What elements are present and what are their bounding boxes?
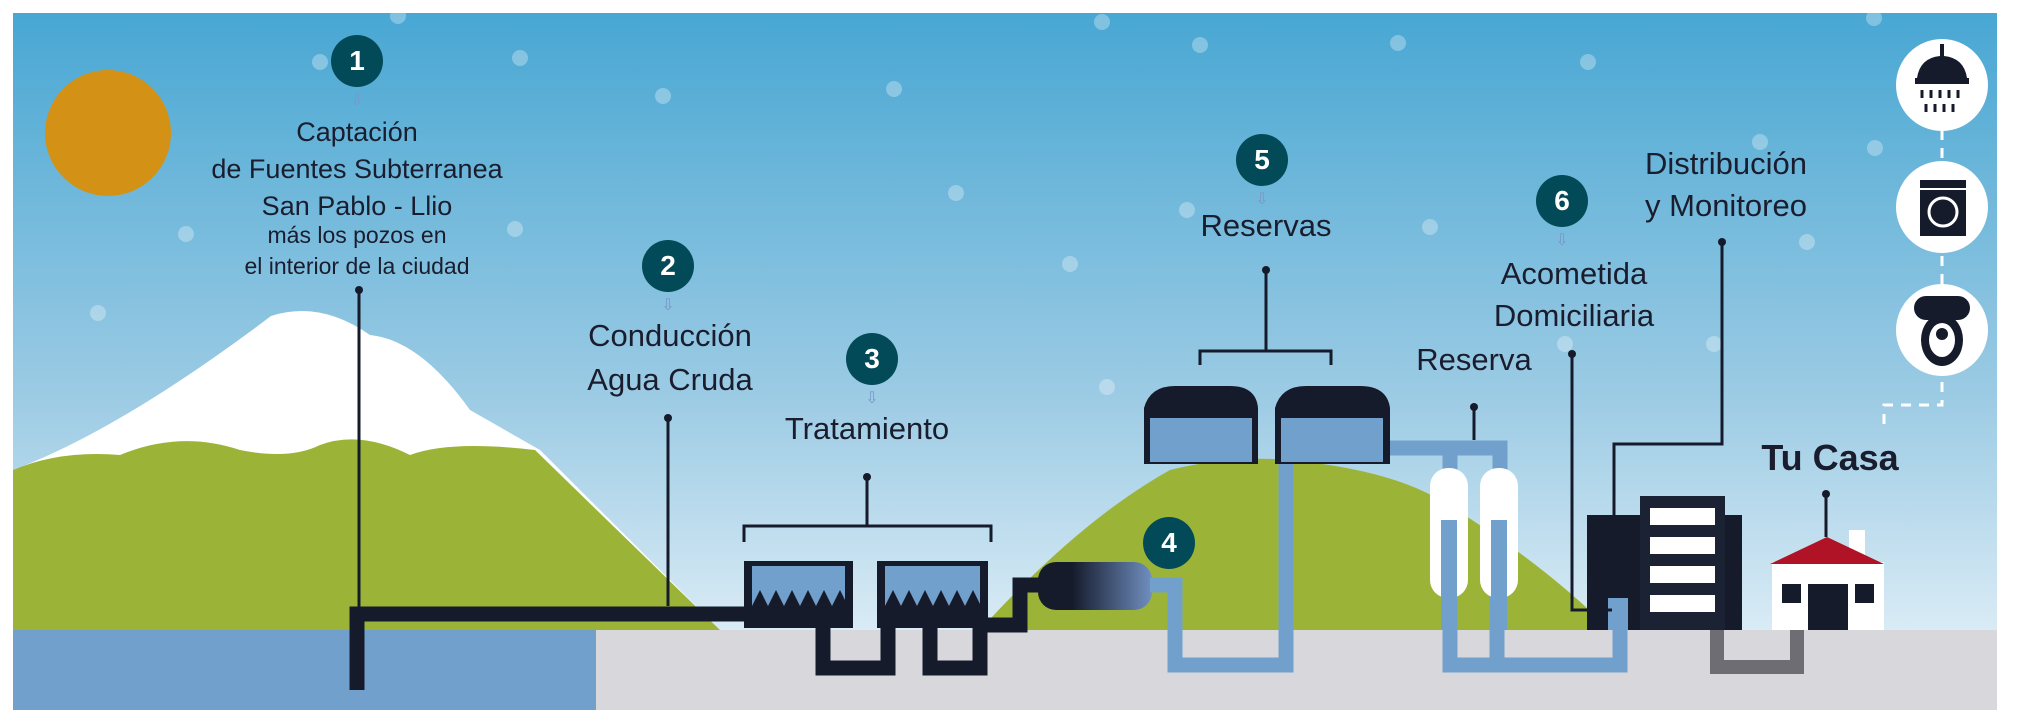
label-line: Agua Cruda — [587, 361, 753, 397]
label-line: Conducción — [588, 318, 752, 353]
toilet-icon — [1896, 284, 1988, 376]
arrow-down-icon: ⇩ — [1255, 191, 1269, 208]
label-line: Distribución — [1645, 146, 1807, 181]
arrow-down-icon: ⇩ — [350, 92, 364, 109]
step-2-label: Conducción Agua Cruda — [587, 318, 752, 397]
sun — [45, 70, 171, 196]
left-mountain — [13, 439, 720, 630]
pump-cylinder — [1038, 562, 1152, 610]
step-badge-6: 6 — [1536, 175, 1588, 227]
arrow-down-icon: ⇩ — [661, 297, 675, 314]
leader-dots — [355, 238, 1830, 498]
tu-casa-label: Tu Casa — [1761, 437, 1899, 478]
label-line: de Fuentes Subterranea — [211, 154, 503, 185]
label-line: Acometida — [1500, 256, 1648, 291]
reserva-label: Reserva — [1416, 342, 1532, 377]
reservoir-tanks — [1144, 386, 1390, 464]
label-line: San Pablo - Llio — [261, 191, 453, 222]
step-badge-4: 4 — [1143, 517, 1195, 569]
distribucion-label: Distribución y Monitoreo — [1645, 146, 1807, 223]
label-line: y Monitoreo — [1645, 187, 1807, 223]
groundwater — [13, 630, 596, 710]
arrow-down-icon: ⇩ — [1555, 232, 1569, 249]
washing-machine-icon — [1896, 161, 1988, 253]
step-5-label: Reservas — [1200, 208, 1332, 243]
label-line: el interior de la ciudad — [244, 252, 470, 279]
leader-lines — [357, 242, 1828, 612]
arrow-down-icon: ⇩ — [865, 390, 879, 407]
treatment-tanks — [744, 561, 988, 628]
step-1-label: Captación de Fuentes Subterranea San Pab… — [211, 117, 502, 279]
label-line: más los pozos en — [267, 222, 447, 249]
shower-icon — [1896, 39, 1988, 131]
dashed-connector — [1882, 130, 1944, 430]
step-6-label: Acometida Domiciliaria — [1494, 256, 1654, 333]
step-badge-1: 1 — [331, 35, 383, 87]
label-line: Domiciliaria — [1493, 297, 1655, 333]
reserve-towers — [1430, 468, 1518, 630]
sewer-pipe — [1710, 630, 1804, 674]
step-badge-5: 5 — [1236, 134, 1288, 186]
step-3-label: Tratamiento — [784, 411, 950, 446]
step-badge-2: 2 — [642, 240, 694, 292]
house-icon — [1770, 530, 1884, 630]
label-line: Captación — [296, 117, 418, 147]
snow-dots — [90, 8, 1883, 395]
distribution-building — [1587, 496, 1742, 630]
step-badge-3: 3 — [846, 333, 898, 385]
